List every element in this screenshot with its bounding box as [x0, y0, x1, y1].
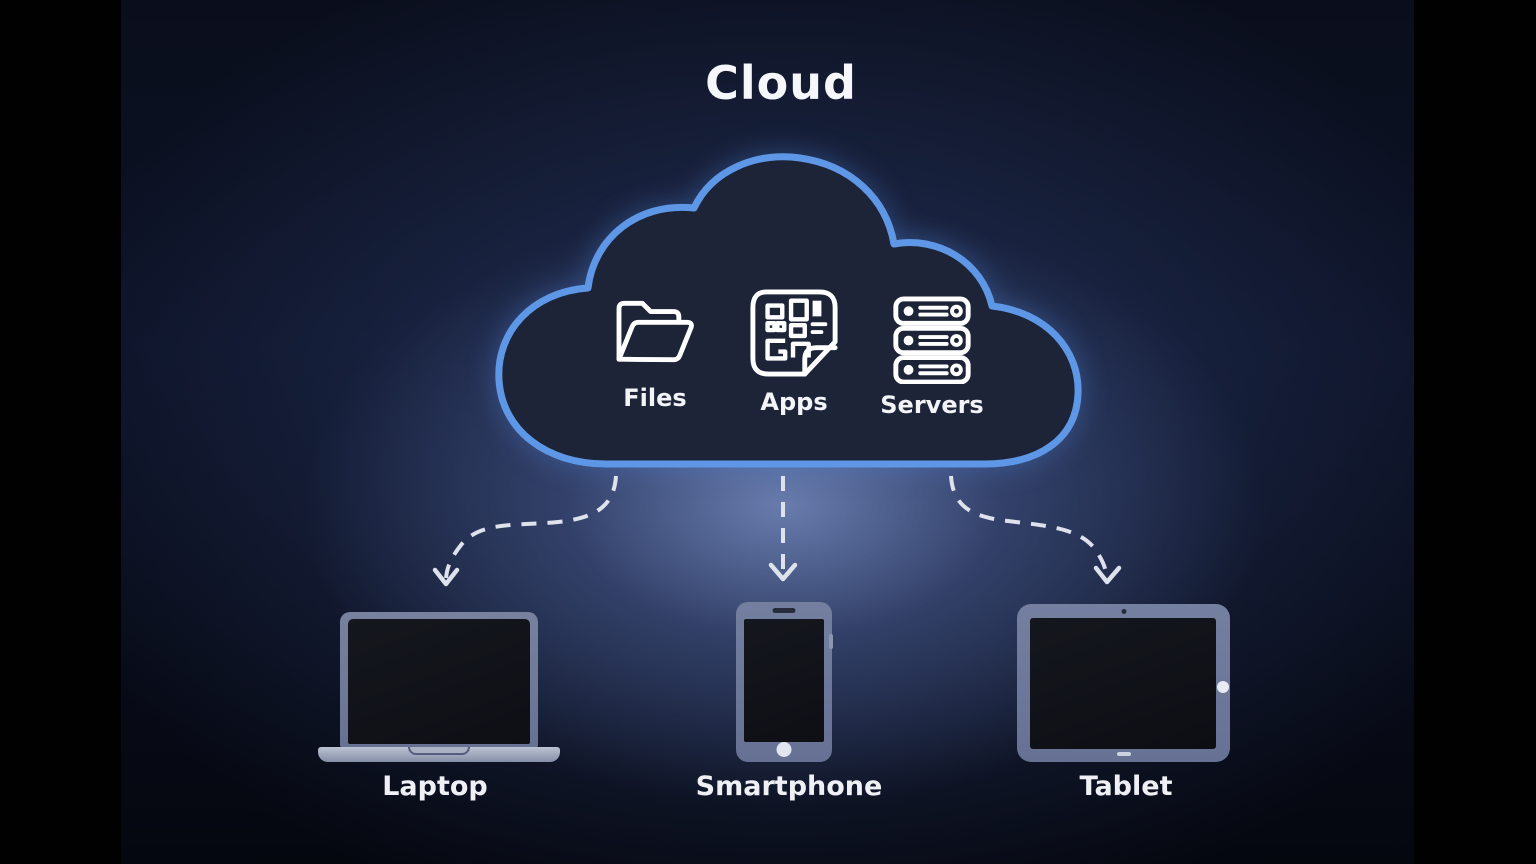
- cloud-item-files-label: Files: [623, 384, 687, 412]
- smartphone-icon: [736, 602, 833, 762]
- cloud-shape: [495, 153, 1082, 468]
- arrowhead-laptop: [432, 567, 460, 587]
- tablet-label: Tablet: [1079, 771, 1173, 802]
- arrow-cloud-to-tablet: [949, 475, 1109, 579]
- left-black-bar: [0, 0, 121, 864]
- tablet-camera: [1121, 609, 1126, 614]
- laptop-screen: [348, 619, 530, 744]
- cloud-item-servers-label: Servers: [880, 391, 984, 419]
- tablet-bottom-port: [1116, 752, 1131, 756]
- laptop-icon: [340, 612, 538, 748]
- laptop-label: Laptop: [382, 771, 488, 802]
- smartphone-screen: [744, 619, 824, 742]
- server-stack-icon: [893, 296, 971, 385]
- tablet-home-button: [1217, 681, 1229, 693]
- smartphone-side-button: [829, 634, 833, 649]
- smartphone-label: Smartphone: [695, 771, 883, 802]
- smartphone-home-button: [776, 742, 792, 757]
- cloud-item-servers: [892, 296, 972, 388]
- app-grid-document-icon: [750, 289, 838, 377]
- tablet-screen: [1030, 618, 1216, 749]
- cloud-item-apps-label: Apps: [760, 388, 828, 416]
- arrow-cloud-to-laptop: [444, 475, 618, 579]
- page-title: Cloud: [705, 56, 857, 110]
- cloud-item-apps: [748, 287, 840, 383]
- tablet-icon: [1017, 604, 1230, 762]
- laptop-notch: [408, 747, 470, 755]
- smartphone-speaker: [772, 608, 796, 613]
- arrowhead-tablet: [1093, 565, 1122, 585]
- folder-icon: [616, 300, 694, 363]
- right-black-bar: [1414, 0, 1536, 864]
- cloud-item-files: [612, 296, 698, 372]
- laptop-base: [318, 747, 560, 762]
- arrowhead-smartphone: [768, 562, 798, 582]
